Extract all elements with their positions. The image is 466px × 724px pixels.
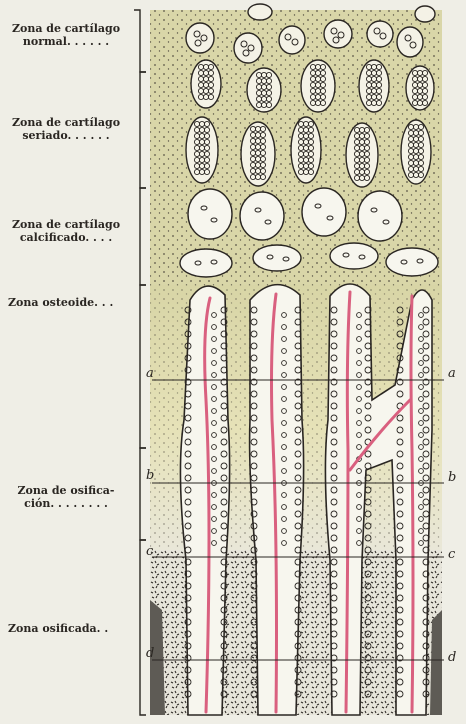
line-c-letter-right: c: [448, 547, 455, 562]
line-d-letter-right: d: [448, 650, 456, 665]
zone-brackets: [134, 10, 146, 715]
line-d-letter-left: d: [146, 646, 154, 661]
line-b-letter-left: b: [146, 468, 154, 483]
line-a-letter-right: a: [448, 366, 456, 381]
zone-label-osteoide: Zona osteoide. . .: [8, 296, 132, 309]
zone-label-osificada: Zona osificada. .: [8, 622, 132, 635]
line-b-letter-right: b: [448, 470, 456, 485]
line-c-letter-left: c: [146, 544, 153, 559]
zone-label-osificacion: Zona de osifica-ción. . . . . . . .: [4, 484, 128, 510]
zone-label-seriado: Zona de cartílagoseriado. . . . . .: [4, 116, 128, 142]
zone-label-calcificado: Zona de cartílagocalcificado. . . .: [4, 218, 128, 244]
line-a-letter-left: a: [146, 366, 154, 381]
